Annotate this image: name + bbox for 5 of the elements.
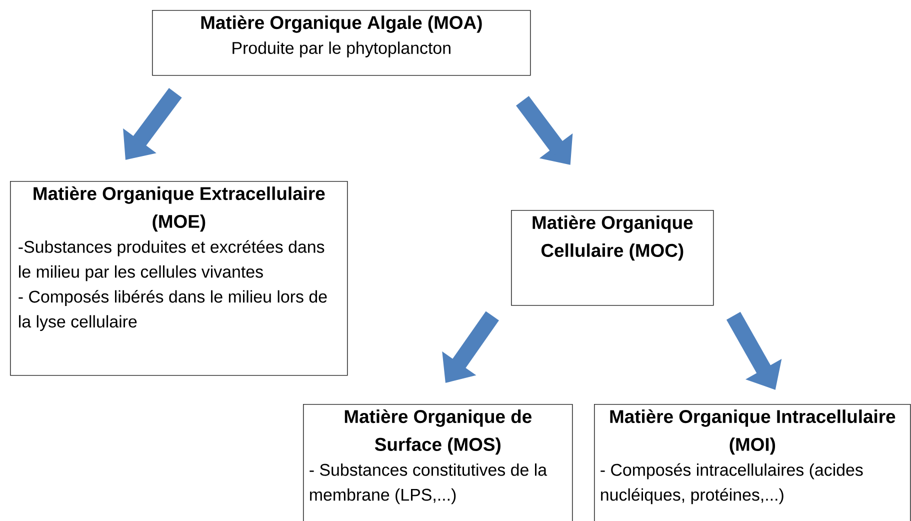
text-box: Matière Organique Extracellulaire (MOE) -Substances produites et excrétées dans le milieu par les cellules vivantes - Composés libérés dans le milieu lors de la lyse cellulaire <box>10 181 348 376</box>
text-box: Matière Organique Intracellulaire (MOI) - Composés intracellulaires (acides nucléiques, protéines,...) <box>594 404 911 521</box>
text-box: Matière Organique de Surface (MOS) - Substances constitutives de la membrane (LPS,...) <box>303 404 573 521</box>
text-box: Matière Organique Algale (MOA) Produite par le phytoplancton <box>152 10 531 76</box>
text-box: Matière Organique Cellulaire (MOC) <box>511 210 714 306</box>
